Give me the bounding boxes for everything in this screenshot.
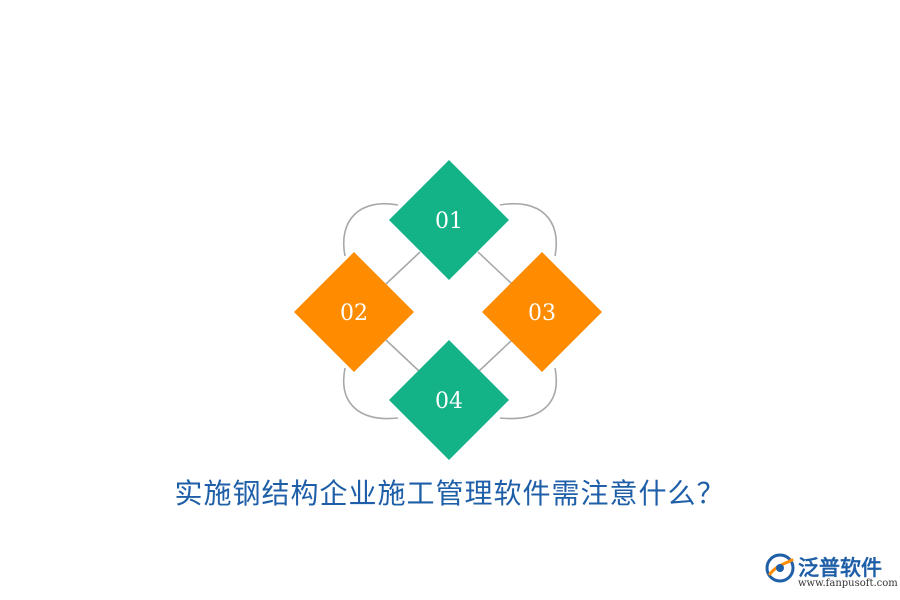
diamond-shape	[482, 252, 602, 372]
node-label: 04	[435, 389, 463, 414]
connector-loop-bottom-left	[343, 367, 399, 420]
node-label: 03	[528, 301, 556, 326]
diamond-shape	[389, 160, 509, 280]
node-label: 01	[435, 209, 463, 234]
diamond-node-01: 01	[389, 160, 509, 280]
connector-loop-top-left	[343, 202, 399, 257]
diagram-title: 实施钢结构企业施工管理软件需注意什么？	[174, 477, 726, 510]
connector-loop-bottom-right	[499, 367, 557, 420]
connector-inner-top-left	[385, 251, 421, 285]
diamond-shape	[389, 340, 509, 460]
connector-inner-bottom-right	[477, 339, 513, 373]
brand-name: 泛普软件	[798, 556, 882, 580]
brand-url: www.fanpusoft.com	[798, 578, 898, 589]
diamond-node-02: 02	[294, 252, 414, 372]
connector-inner-top-right	[477, 251, 513, 285]
brand-logo-icon	[765, 553, 795, 583]
brand-logo[interactable]: 泛普软件 www.fanpusoft.com	[764, 550, 898, 592]
diamond-shape	[294, 252, 414, 372]
diamond-node-03: 03	[482, 252, 602, 372]
diamond-node-04: 04	[389, 340, 509, 460]
node-label: 02	[340, 301, 368, 326]
connector-lines	[343, 202, 557, 420]
connector-inner-bottom-left	[385, 339, 421, 373]
connector-loop-top-right	[499, 202, 557, 257]
